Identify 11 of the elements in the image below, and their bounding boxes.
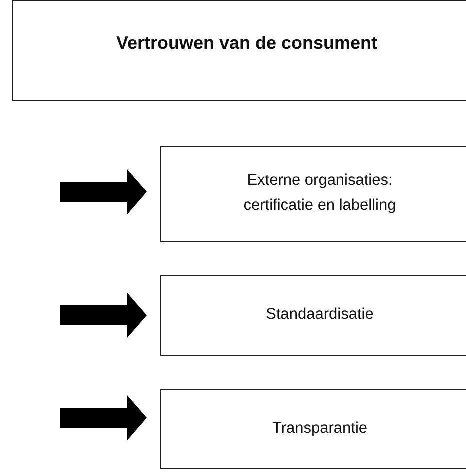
block-arrow bbox=[60, 395, 147, 441]
heading-text: Vertrouwen van de consument bbox=[116, 32, 378, 55]
factor-box bbox=[160, 275, 466, 356]
box-label: Externe organisaties: certificatie en labelling bbox=[242, 171, 398, 216]
factor-box bbox=[160, 146, 466, 242]
block-arrow bbox=[60, 169, 147, 215]
box-label: Standaardisatie bbox=[266, 305, 374, 326]
factor-box bbox=[160, 389, 466, 469]
box-label: Transparantie bbox=[272, 418, 368, 439]
heading-box bbox=[12, 0, 466, 101]
block-arrow bbox=[60, 292, 147, 338]
